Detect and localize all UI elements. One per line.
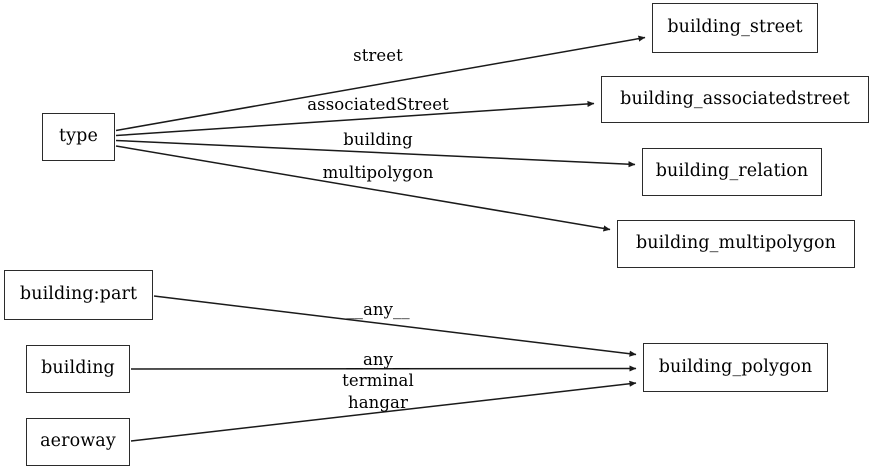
node-building-relation[interactable]: building_relation (642, 148, 822, 196)
node-label: building_associatedstreet (620, 88, 850, 109)
edge-label-building: building (343, 129, 413, 149)
edge-label-multipolygon: multipolygon (322, 162, 434, 182)
edge-label-terminal: terminal (342, 370, 414, 390)
node-building[interactable]: building (26, 345, 130, 393)
node-label: building_multipolygon (635, 233, 837, 254)
node-building-associatedstreet[interactable]: building_associatedstreet (601, 76, 869, 123)
node-building-street[interactable]: building_street (652, 3, 818, 53)
node-label: building_relation (655, 161, 809, 182)
node-building-polygon[interactable]: building_polygon (643, 343, 828, 392)
node-type[interactable]: type (42, 113, 115, 161)
node-building-part[interactable]: building:part (4, 270, 153, 320)
edge-label-any-part: __any__ (346, 299, 410, 319)
edge-type-to-building_street (115, 35, 646, 132)
node-label: aeroway (40, 431, 116, 452)
edge-building_part-to-building_polygon (153, 295, 637, 357)
edge-type-to-building_associatedstreet (115, 100, 595, 137)
edge-label-any-building: __any__ (346, 349, 410, 369)
node-label: building (41, 358, 115, 379)
edge-building-to-building_polygon (130, 365, 637, 372)
node-label: type (59, 126, 98, 147)
edge-type-to-building_multipolygon (115, 145, 611, 232)
edge-label-hangar: hangar (348, 392, 408, 412)
edge-aeroway-to-building_polygon (130, 380, 637, 442)
node-label: building_street (667, 17, 803, 38)
node-building-multipolygon[interactable]: building_multipolygon (617, 220, 855, 268)
node-aeroway[interactable]: aeroway (26, 418, 130, 466)
node-label: building_polygon (658, 356, 813, 377)
edge-label-street: street (353, 45, 403, 65)
edge-label-associatedstreet: associatedStreet (307, 94, 449, 114)
node-label: building:part (19, 284, 138, 305)
edge-type-to-building_relation (115, 139, 636, 168)
